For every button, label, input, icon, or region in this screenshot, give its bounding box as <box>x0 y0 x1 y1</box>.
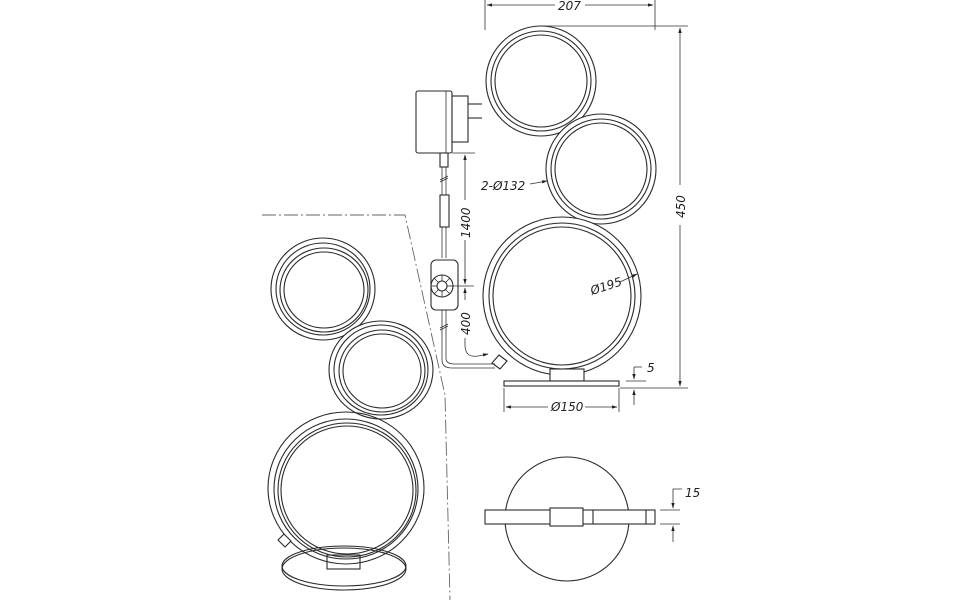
dim-base-label: Ø150 <box>550 400 584 414</box>
cable-break-mark <box>439 175 449 183</box>
front-second-ring <box>545 113 657 225</box>
front-base-plate <box>503 380 620 387</box>
power-adapter <box>415 90 482 168</box>
dim-base-thickness: 5 <box>626 361 655 405</box>
dim-base: Ø150 <box>503 388 620 414</box>
dim-height: 450 <box>541 25 688 389</box>
front-cable-port <box>491 354 508 370</box>
perspective-top-ring <box>270 237 376 341</box>
dim-width: 207 <box>484 0 656 30</box>
front-large-ring <box>482 216 642 376</box>
dim-ring-depth-label: 15 <box>685 486 700 500</box>
dim-small-ring: 2-Ø132 <box>481 179 548 193</box>
perspective-view <box>262 214 451 600</box>
cable-port <box>277 533 292 548</box>
front-stand <box>549 368 585 382</box>
top-stand <box>549 507 584 527</box>
dim-width-label: 207 <box>558 0 581 13</box>
dim-ring-depth: 15 <box>660 486 700 542</box>
dimmer-switch <box>430 259 459 311</box>
top-view: 15 <box>484 456 700 582</box>
dim-cable-total-label: 1400 <box>459 207 473 238</box>
dim-small-ring-label: 2-Ø132 <box>481 179 525 193</box>
perspective-large-ring <box>267 411 425 565</box>
dim-cable-switch-label: 400 <box>459 312 473 335</box>
front-view: 207 450 2-Ø132 Ø195 Ø150 <box>415 0 688 414</box>
dim-cable: 1400 400 <box>450 152 489 357</box>
section-break-line <box>262 214 451 600</box>
dim-base-thickness-label: 5 <box>647 361 655 375</box>
perspective-middle-ring <box>328 320 434 420</box>
power-cable <box>439 167 495 369</box>
dim-height-label: 450 <box>674 195 688 218</box>
